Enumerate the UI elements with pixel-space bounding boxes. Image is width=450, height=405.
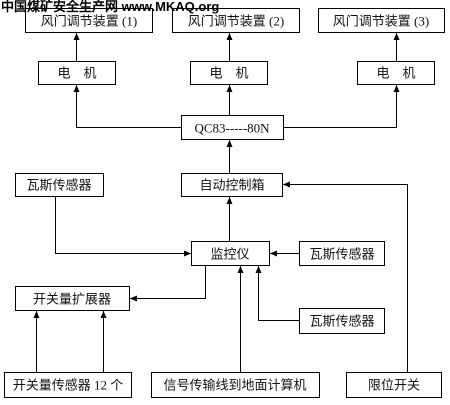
monitor-box <box>191 241 270 266</box>
switch-sensors-box <box>4 372 132 398</box>
arrow-monitor-to-switch-expander <box>130 266 206 302</box>
monitor-node: 监控仪 <box>191 241 270 266</box>
auto-control-box-node: 自动控制箱 <box>181 173 283 197</box>
damper-1-box <box>25 8 153 33</box>
motor-2-box <box>190 61 268 85</box>
switch-sensors-node: 开关量传感器 12 个 <box>4 372 132 398</box>
switch-expander-box <box>15 286 130 311</box>
switch-sensors-label: 开关量传感器 12 个 <box>13 378 124 393</box>
limit-switch-node: 限位开关 <box>346 372 442 398</box>
gas-sensor-right-1-label: 瓦斯传感器 <box>309 247 374 262</box>
limit-switch-label: 限位开关 <box>368 378 420 393</box>
motor-3-box <box>357 61 435 85</box>
gas-sensor-right-1-box <box>299 241 385 266</box>
damper-2-box <box>172 8 300 33</box>
arrow-gas-sensor-left-to-monitor <box>55 197 191 257</box>
signal-line-node: 信号传输线到地面计算机 <box>151 372 320 398</box>
damper-1-label: 风门调节装置 (1) <box>41 14 137 29</box>
damper-1-node: 风门调节装置 (1) <box>25 8 153 33</box>
damper-3-node: 风门调节装置 (3) <box>318 8 445 33</box>
gas-sensor-right-1-node: 瓦斯传感器 <box>299 241 385 266</box>
gas-sensor-left-box <box>15 173 104 197</box>
signal-line-label: 信号传输线到地面计算机 <box>163 378 306 393</box>
gas-sensor-right-2-label: 瓦斯传感器 <box>309 314 374 329</box>
signal-line-box <box>151 372 320 398</box>
gas-sensor-right-2-box <box>299 308 385 334</box>
starter-node: QC83-----80N <box>181 115 284 140</box>
arrow-starter-to-motor-3 <box>284 85 400 128</box>
damper-3-box <box>318 8 445 33</box>
monitor-label: 监控仪 <box>210 247 249 262</box>
starter-box <box>181 115 284 140</box>
switch-expander-label: 开关量扩展器 <box>33 292 111 307</box>
gas-sensor-left-node: 瓦斯传感器 <box>15 173 104 197</box>
motor-1-node: 电 机 <box>38 61 116 85</box>
damper-2-label: 风门调节装置 (2) <box>188 14 284 29</box>
arrow-starter-to-motor-1 <box>73 85 181 128</box>
motor-3-label: 电 机 <box>376 66 415 81</box>
starter-label: QC83-----80N <box>194 121 270 136</box>
site-watermark: 中国煤矿安全生产网 www.MKAQ.org <box>1 0 219 14</box>
motor-1-label: 电 机 <box>57 66 96 81</box>
gas-sensor-right-2-node: 瓦斯传感器 <box>299 308 385 334</box>
auto-control-box-label: 自动控制箱 <box>199 178 264 193</box>
limit-switch-box <box>346 372 442 398</box>
gas-sensor-left-label: 瓦斯传感器 <box>26 178 91 193</box>
arrow-gas-sensor-right-2-to-monitor <box>255 266 299 321</box>
motor-3-node: 电 机 <box>357 61 435 85</box>
damper-3-label: 风门调节装置 (3) <box>333 14 429 29</box>
motor-1-box <box>38 61 116 85</box>
damper-2-node: 风门调节装置 (2) <box>172 8 300 33</box>
arrow-limit-switch-to-auto-box <box>283 181 408 372</box>
motor-2-label: 电 机 <box>209 66 248 81</box>
auto-control-box-box <box>181 173 283 197</box>
switch-expander-node: 开关量扩展器 <box>15 286 130 311</box>
connections <box>33 33 408 372</box>
motor-2-node: 电 机 <box>190 61 268 85</box>
